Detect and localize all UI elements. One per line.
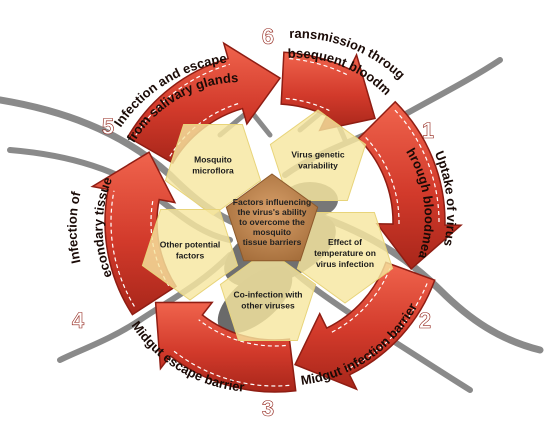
- stitching-outer: [135, 63, 230, 136]
- factor-label: Other potential: [160, 240, 220, 250]
- factor-label: factors: [176, 251, 205, 261]
- stitching-outer: [346, 283, 428, 370]
- factor-label: microflora: [192, 166, 234, 176]
- stitching-outer: [289, 58, 348, 76]
- factor-pentagon-shape: [164, 124, 262, 216]
- step-label: Infection of: [65, 189, 84, 265]
- factor-label: other viruses: [241, 301, 295, 311]
- factor-label: variability: [298, 161, 338, 171]
- factor-label: temperature on: [314, 248, 376, 258]
- step-number: 6: [262, 24, 274, 49]
- cycle-arrow-2: [294, 261, 436, 391]
- factor-label: virus infection: [316, 259, 374, 269]
- factor-label: Effect of: [328, 237, 362, 247]
- stitching-inner: [285, 97, 330, 112]
- factor-pentagon-shape: [269, 109, 367, 201]
- center-pentagon-shape: [225, 173, 319, 262]
- stitching-outer: [110, 190, 135, 307]
- stitching-inner: [169, 102, 241, 157]
- center-label-line: to overcome the: [239, 217, 305, 227]
- factor-label: Co-infection with: [234, 290, 303, 300]
- step-number: 1: [422, 118, 434, 143]
- factor-pentagon-shape: [141, 209, 239, 301]
- step-number: 3: [262, 396, 274, 421]
- step-number: 2: [419, 308, 431, 333]
- factor-label: Virus genetic: [291, 150, 344, 160]
- center-label-line: tissue barriers: [243, 237, 302, 247]
- step-number: 5: [102, 114, 114, 139]
- step-number: 4: [72, 308, 85, 333]
- cycle-arrow-6: [280, 51, 376, 132]
- stitching-inner: [329, 268, 391, 334]
- stitching-inner: [365, 137, 400, 225]
- step-label-secondary: secondary tissues: [0, 0, 115, 280]
- center-label-line: Factors influencing: [233, 197, 311, 207]
- stitching-inner: [198, 319, 286, 347]
- center-label-line: the virus's ability: [237, 207, 306, 217]
- center-label-line: mosquito: [253, 227, 291, 237]
- cycle-arrow-1: [357, 100, 463, 270]
- factor-label: Mosquito: [194, 155, 232, 165]
- factor-pentagon-shape: [219, 249, 317, 341]
